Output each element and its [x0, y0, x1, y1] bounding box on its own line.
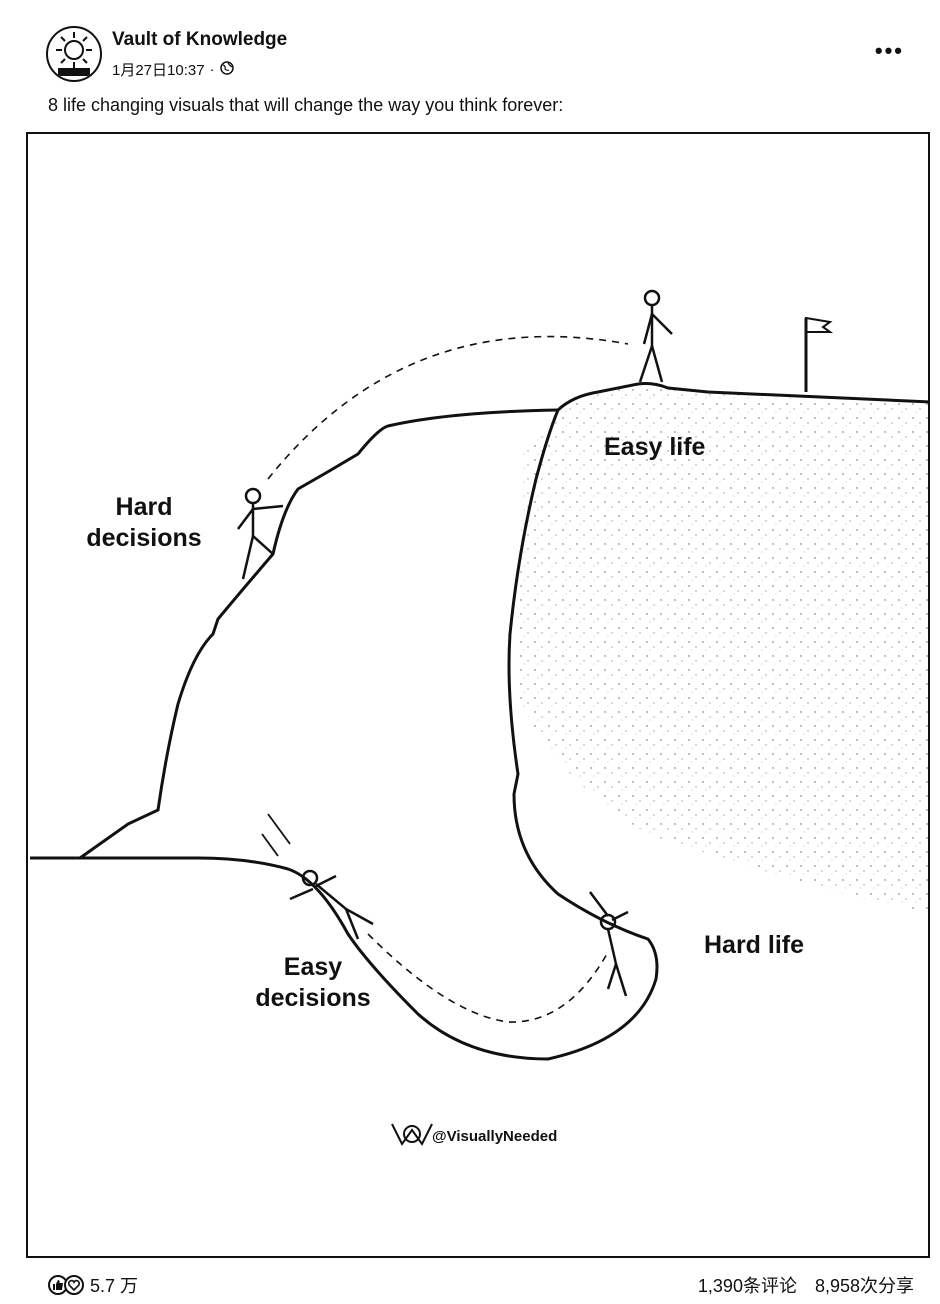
post-image[interactable]: Easy life Hard decisions Easy decisions … — [26, 132, 930, 1258]
label-hard-decisions-line1: Hard — [115, 493, 173, 521]
stick-figure-easy-life — [638, 289, 673, 383]
reactions-summary[interactable]: 5.7 万 — [48, 1272, 138, 1298]
stick-figure-hard-decisions — [237, 487, 284, 580]
share-count[interactable]: 8,958次分享 — [814, 1276, 914, 1296]
engagement-stats: 1,390条评论 8,958次分享 — [698, 1272, 914, 1298]
label-hard-decisions: Hard decisions — [84, 492, 204, 554]
post-meta: 1月27日10:37 · — [112, 59, 234, 80]
love-icon — [64, 1275, 84, 1295]
author-avatar[interactable] — [46, 26, 102, 82]
stick-figure-hard-life — [589, 891, 629, 997]
hard-decisions-slope — [79, 408, 559, 860]
author-name[interactable]: Vault of Knowledge — [112, 29, 288, 50]
label-easy-decisions-line1: Easy — [283, 953, 343, 981]
easy-life-plateau — [556, 382, 928, 412]
visually-needed-logo-icon — [391, 1123, 433, 1146]
reaction-count[interactable]: 5.7 万 — [90, 1276, 139, 1296]
post-header: Vault of Knowledge 1月27日10:37 · ••• — [46, 26, 916, 82]
image-watermark: @VisuallyNeeded — [432, 1128, 558, 1145]
stick-figure-easy-decisions — [261, 813, 374, 940]
label-easy-decisions: Easy decisions — [248, 952, 378, 1014]
label-easy-decisions-line2: decisions — [255, 984, 371, 1012]
comment-count[interactable]: 1,390条评论 — [697, 1276, 797, 1296]
meta-separator: · — [209, 61, 215, 78]
fall-arc — [367, 933, 609, 1023]
label-hard-decisions-line2: decisions — [86, 524, 202, 552]
cliff-wall — [30, 409, 659, 1061]
leap-arc — [267, 335, 629, 480]
post-caption: 8 life changing visuals that will change… — [48, 95, 564, 115]
post-timestamp[interactable]: 1月27日10:37 — [112, 62, 205, 79]
flag-icon — [804, 316, 834, 392]
label-hard-life: Hard life — [704, 931, 805, 959]
illustration — [30, 289, 928, 1146]
easy-life-texture — [518, 384, 928, 914]
globe-icon — [219, 60, 234, 79]
post-footer: 5.7 万 1,390条评论 8,958次分享 — [48, 1272, 914, 1298]
label-easy-life: Easy life — [604, 433, 706, 461]
more-options-icon[interactable]: ••• — [874, 38, 904, 63]
